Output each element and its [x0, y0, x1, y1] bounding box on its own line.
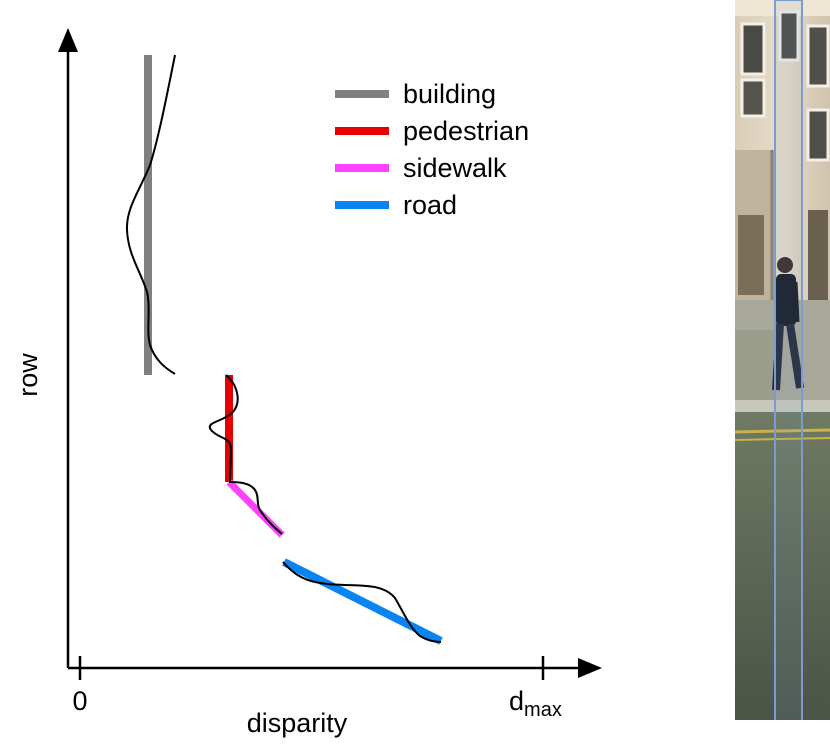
segments	[144, 55, 443, 645]
street-photo-icon	[735, 0, 830, 720]
legend-label-building: building	[403, 79, 496, 109]
axes: row disparity 0 dmax	[13, 28, 602, 738]
photo-curb	[735, 400, 830, 414]
legend-label-road: road	[403, 190, 457, 220]
photo-column-highlight	[774, 0, 803, 720]
legend: building pedestrian sidewalk road	[335, 79, 529, 220]
x-tick-zero-label: 0	[72, 686, 87, 716]
photo-door	[808, 210, 828, 300]
photo-lane-marking	[735, 428, 830, 434]
photo-road	[735, 412, 830, 720]
photo-window	[740, 78, 766, 118]
photo-door	[738, 215, 764, 295]
photo-window	[778, 10, 800, 62]
x-tick-max-label: dmax	[509, 686, 562, 721]
x-axis-arrowhead	[578, 658, 602, 678]
photo-pedestrian	[772, 257, 804, 391]
legend-entry-road: road	[335, 190, 457, 220]
legend-entry-sidewalk: sidewalk	[335, 153, 507, 183]
legend-entry-pedestrian: pedestrian	[335, 116, 529, 146]
photo-window	[806, 108, 830, 162]
photo-window	[740, 22, 766, 76]
photo-lane-marking	[735, 437, 830, 441]
y-axis-label: row	[13, 353, 43, 397]
photo-building-trim	[735, 0, 830, 16]
road-segment	[282, 558, 443, 645]
x-tick-max-sub: max	[524, 699, 562, 721]
legend-label-sidewalk: sidewalk	[403, 153, 507, 183]
legend-label-pedestrian: pedestrian	[403, 116, 529, 146]
photo-window	[806, 24, 830, 88]
y-axis-arrowhead	[58, 28, 78, 52]
disparity-profile-curve	[125, 54, 442, 643]
x-tick-max-base: d	[509, 686, 524, 716]
photo-sidewalk-shade	[735, 330, 775, 410]
x-axis-label: disparity	[247, 708, 348, 738]
legend-entry-building: building	[335, 79, 496, 109]
